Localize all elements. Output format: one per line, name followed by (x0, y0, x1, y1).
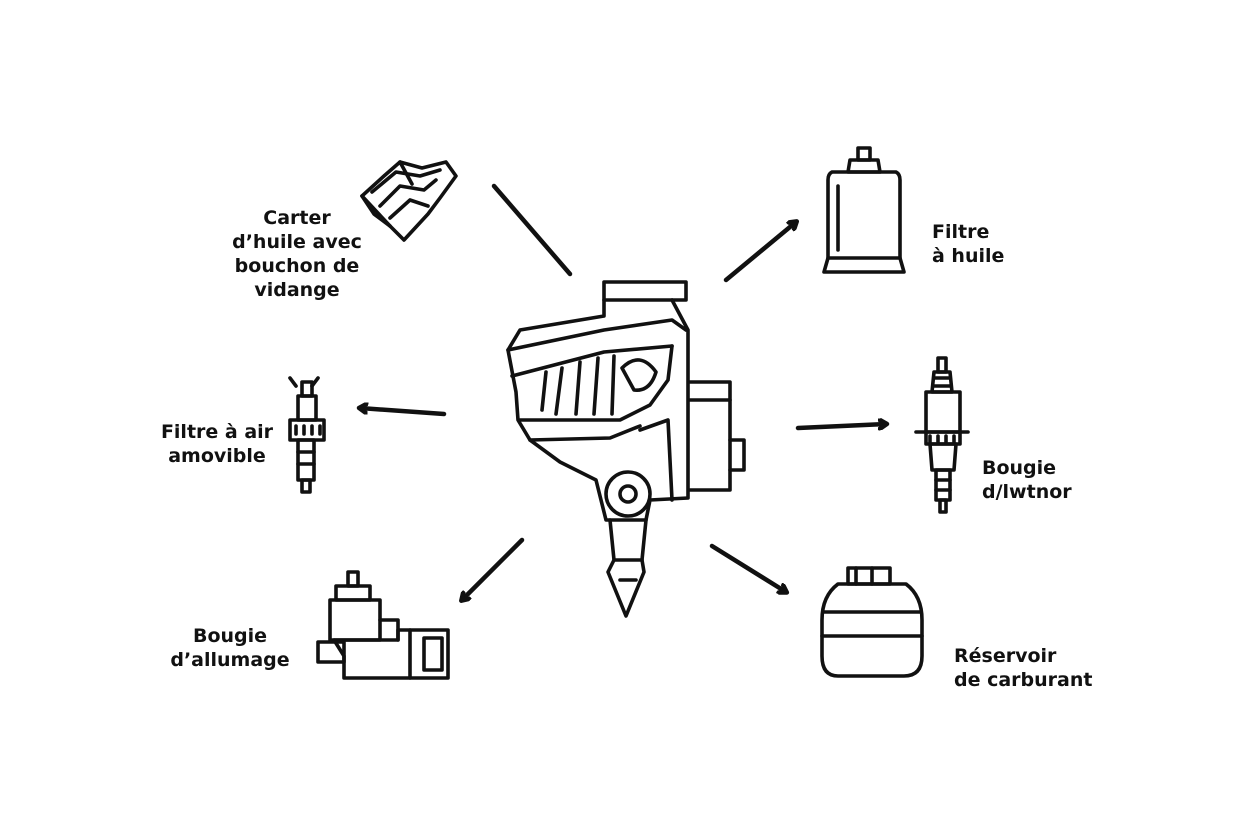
label-line: bouchon de (234, 255, 360, 277)
spark-plug-icon (288, 376, 326, 494)
label-air-filter: Filtre à air amovible (152, 420, 282, 468)
oil-filter-icon (822, 146, 906, 274)
label-spark-plug-right: Bougie d/lwtnor (982, 456, 1102, 504)
label-line: Carter (263, 207, 331, 229)
label-line: Bougie (982, 457, 1057, 479)
line-to-oil-pan (491, 183, 573, 277)
label-line: amovible (168, 445, 266, 467)
engine-icon (506, 280, 746, 618)
label-oil-pan: Carter d’huile avec bouchon de vidange (222, 206, 372, 302)
label-line: d’huile avec (232, 231, 362, 253)
arrow-to-fuel-tank (709, 543, 786, 592)
label-line: Filtre (932, 221, 990, 243)
label-line: Filtre à air (160, 421, 274, 443)
arrow-to-spark-plug-right (795, 424, 886, 428)
spark-plug-icon (914, 356, 970, 514)
pump-valve-icon (316, 570, 450, 680)
label-oil-filter: Filtre à huile (932, 220, 1042, 268)
arrow-to-oil-filter (723, 222, 796, 283)
fuel-tank-icon (820, 566, 924, 678)
label-line: de carburant (954, 669, 1093, 691)
label-line: d’allumage (170, 649, 290, 671)
label-line: vidange (254, 279, 340, 301)
label-fuel-tank: Réservoir de carburant (954, 644, 1104, 692)
label-line: à huile (932, 245, 1005, 267)
connector-lines (360, 183, 886, 600)
arrow-to-air-filter (360, 408, 447, 417)
oil-pan-icon (360, 160, 458, 242)
arrow-to-spark-plug-left (462, 537, 525, 600)
label-line: d/lwtnor (982, 481, 1072, 503)
label-spark-plug-left: Bougie d’allumage (168, 624, 292, 672)
label-line: Bougie (192, 625, 268, 647)
label-line: Réservoir (954, 645, 1057, 667)
